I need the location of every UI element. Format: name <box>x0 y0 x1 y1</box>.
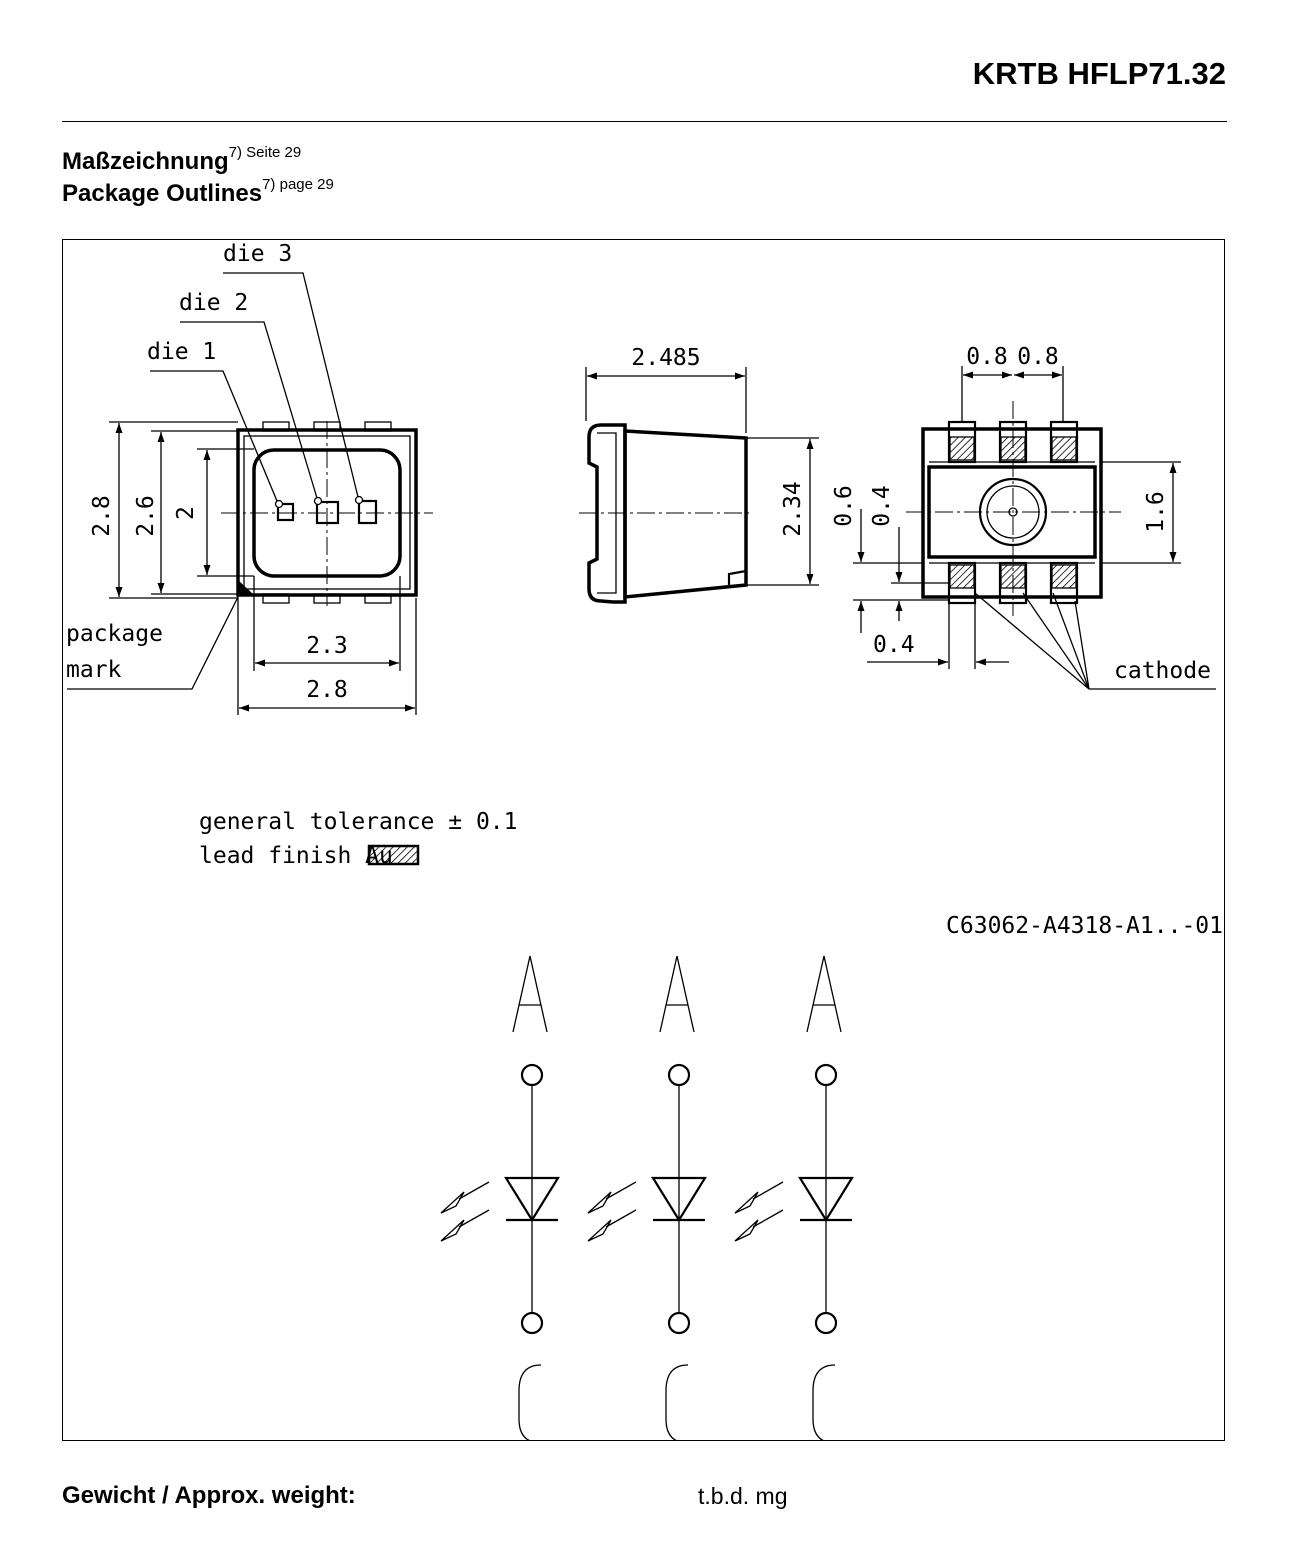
lead-finish-note: lead finish Au <box>199 843 393 869</box>
dim-top-height-mid: 2.6 <box>133 495 159 537</box>
section-ref-de: 7) Seite 29 <box>228 144 302 161</box>
led-symbol-1 <box>440 955 560 1440</box>
dim-bottom-pitch-2: 0.8 <box>1017 344 1059 370</box>
dim-top-width-outer: 2.8 <box>306 677 348 703</box>
section-ref-en: 7) page 29 <box>262 176 334 193</box>
dim-top-height-inner: 2 <box>173 506 199 520</box>
weight-value: t.b.d. mg <box>698 1483 788 1509</box>
die-3-chip <box>357 499 378 525</box>
package-mark-corner <box>239 581 253 594</box>
die-1-label: die 1 <box>147 339 216 365</box>
document-title: KRTB HFLP71.32 <box>972 56 1226 91</box>
die-3-label: die 3 <box>223 241 292 267</box>
lead-finish-pad-top-1 <box>949 436 975 461</box>
dim-top-height-outer: 2.8 <box>89 495 115 537</box>
dim-bottom-16: 1.6 <box>1143 491 1169 533</box>
dim-side-height: 2.34 <box>780 481 806 536</box>
dim-bottom-04h: 0.4 <box>873 632 915 658</box>
dim-side-width: 2.485 <box>631 345 700 371</box>
bottom-view: 0.8 0.8 0.6 0.4 1.6 0.4 cathode <box>831 344 1216 690</box>
die-1-chip <box>276 502 295 522</box>
die-2-chip <box>315 500 340 525</box>
led-symbol-2 <box>587 955 707 1440</box>
weight-label: Gewicht / Approx. weight: <box>62 1482 356 1509</box>
dim-bottom-04v: 0.4 <box>869 485 895 527</box>
package-drawing-frame: die 1 die 2 die 3 package mark 2.8 2.6 2… <box>62 239 1225 1441</box>
lead-finish-legend-swatch <box>367 844 420 866</box>
bottom-body-outline <box>921 427 1103 599</box>
dim-bottom-06: 0.6 <box>831 485 857 527</box>
lead-finish-pad-bottom-3 <box>1051 564 1077 589</box>
lead-finish-pad-bottom-1 <box>949 564 975 589</box>
package-mark-label-2: mark <box>66 657 122 683</box>
led-symbol-3 <box>734 955 854 1440</box>
section-title-de-text: Maßzeichnung <box>62 148 229 175</box>
top-view: die 1 die 2 die 3 package mark 2.8 2.6 2… <box>66 241 433 715</box>
general-tolerance-note: general tolerance ± 0.1 <box>199 809 518 835</box>
drawing-number: C63062-A4318-A1..-01 <box>946 913 1223 939</box>
dim-top-width-inner: 2.3 <box>306 633 348 659</box>
side-view: 2.485 2.34 <box>579 345 819 604</box>
package-mark-label-1: package <box>66 621 163 647</box>
bottom-thermal-pad <box>927 465 1097 559</box>
die-2-label: die 2 <box>179 290 248 316</box>
cathode-label: cathode <box>1114 658 1211 684</box>
dim-bottom-pitch-1: 0.8 <box>966 344 1008 370</box>
lead-finish-pad-top-3 <box>1051 436 1077 461</box>
side-body-outline <box>623 429 748 599</box>
section-title-en: Package Outlines7) page 29 <box>62 176 334 208</box>
header-divider <box>62 121 1227 122</box>
section-title-de: Maßzeichnung7) Seite 29 <box>62 144 301 176</box>
section-title-en-text: Package Outlines <box>62 180 263 207</box>
package-drawing: die 1 die 2 die 3 package mark 2.8 2.6 2… <box>66 241 1223 1440</box>
circuit-schematic <box>440 955 854 1440</box>
